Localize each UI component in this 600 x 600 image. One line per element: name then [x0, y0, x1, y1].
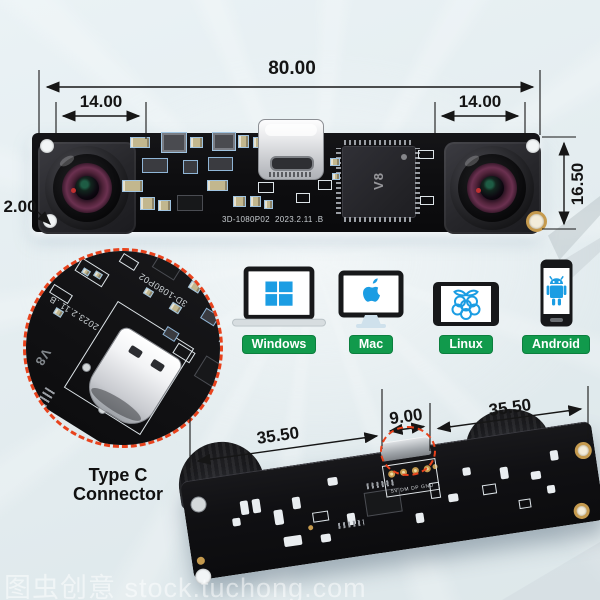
- type-c-connector-caption: Type C Connector: [73, 465, 163, 504]
- smd-component: [418, 150, 434, 159]
- smd-component: [320, 533, 332, 543]
- smd-component: [212, 132, 236, 151]
- os-label-linux: Linux: [439, 335, 493, 354]
- mounting-hole: [40, 139, 54, 153]
- smd-component: [74, 257, 110, 288]
- smd-component: [462, 466, 472, 477]
- smd-component: [193, 355, 220, 391]
- os-item-android: Android: [516, 258, 596, 354]
- smd-component: [208, 157, 233, 171]
- os-label-android: Android: [522, 335, 590, 354]
- smd-component: [218, 334, 220, 348]
- smd-component: [273, 509, 285, 526]
- os-label-mac: Mac: [348, 335, 394, 354]
- smd-component: [327, 476, 339, 487]
- apple-monitor-icon: [338, 270, 404, 328]
- os-item-mac: Mac: [332, 266, 410, 354]
- connector-highlight-circle: [380, 426, 436, 476]
- smd-component: [130, 137, 150, 148]
- smd-component: [142, 158, 168, 173]
- camera-board-front: V8 3D-1080P02 2023.2.11 .B: [32, 119, 547, 234]
- stock-watermark: 图虫创意 stock.tuchong.com: [4, 573, 367, 600]
- right-lens-module: [444, 142, 541, 234]
- dim-total-width: 80.00: [268, 58, 316, 79]
- background-corner-shape: [502, 542, 600, 600]
- smd-component: [420, 196, 434, 205]
- dim-back-left: 35.50: [255, 423, 301, 448]
- android-phone-icon: [540, 259, 572, 327]
- smd-component: [140, 197, 155, 210]
- os-label-windows: Windows: [241, 335, 317, 354]
- smd-component: [283, 534, 303, 548]
- smd-component: [546, 484, 556, 494]
- right-camera-lens: [450, 146, 534, 230]
- os-item-windows: Windows: [224, 262, 334, 354]
- smd-component: [161, 132, 187, 153]
- smd-component: [337, 519, 365, 530]
- smd-component: [122, 180, 143, 192]
- mounting-hole: [43, 214, 57, 228]
- smd-component: [307, 524, 314, 531]
- smd-component: [447, 493, 459, 503]
- usb-c-connector-top: [258, 119, 324, 180]
- mounting-hole: [526, 139, 540, 153]
- smd-component: [312, 510, 330, 523]
- smd-component: [158, 200, 171, 211]
- smd-component: [296, 193, 310, 203]
- smd-component: [151, 253, 183, 281]
- smd-component: [250, 196, 261, 207]
- dim-hole-offset: 2.00: [3, 197, 37, 216]
- smd-component: [187, 280, 203, 294]
- smd-component: [231, 517, 242, 527]
- windows-laptop-icon: [232, 266, 326, 327]
- dim-lens-left: 14.00: [79, 92, 123, 111]
- smd-component: [258, 182, 274, 193]
- smd-component: [183, 160, 198, 174]
- smd-component: [499, 466, 510, 480]
- smd-component: [291, 496, 302, 510]
- smd-component: [238, 135, 249, 148]
- mounting-hole: [526, 211, 547, 232]
- dim-lens-right: 14.00: [458, 92, 502, 111]
- smd-component: [233, 196, 246, 207]
- type-c-zoom-callout: 3D-1080P02 2023.2.11 .B V8: [23, 248, 223, 448]
- smd-component: [481, 483, 498, 496]
- smd-component: [530, 470, 542, 481]
- smd-component: [330, 158, 340, 166]
- smd-component: [177, 195, 203, 211]
- raspberry-tablet-icon: [433, 282, 499, 326]
- smd-component: [251, 498, 262, 514]
- smd-component: [518, 498, 532, 510]
- smd-component: [207, 180, 228, 191]
- smd-component: [318, 180, 332, 190]
- smd-component: [549, 449, 559, 461]
- smd-component: [264, 200, 273, 209]
- silkscreen-text: 3D-1080P02 2023.2.11 .B: [222, 215, 324, 224]
- dim-board-height: 16.50: [568, 162, 587, 206]
- os-item-linux: Linux: [424, 272, 508, 354]
- smd-component: [415, 512, 425, 524]
- smd-component: [31, 386, 56, 416]
- smd-component: [332, 173, 340, 180]
- smd-component: [190, 137, 203, 148]
- left-camera-lens: [45, 146, 129, 230]
- smd-component: [239, 500, 250, 516]
- smd-component: [82, 363, 91, 372]
- left-lens-module: [38, 142, 136, 234]
